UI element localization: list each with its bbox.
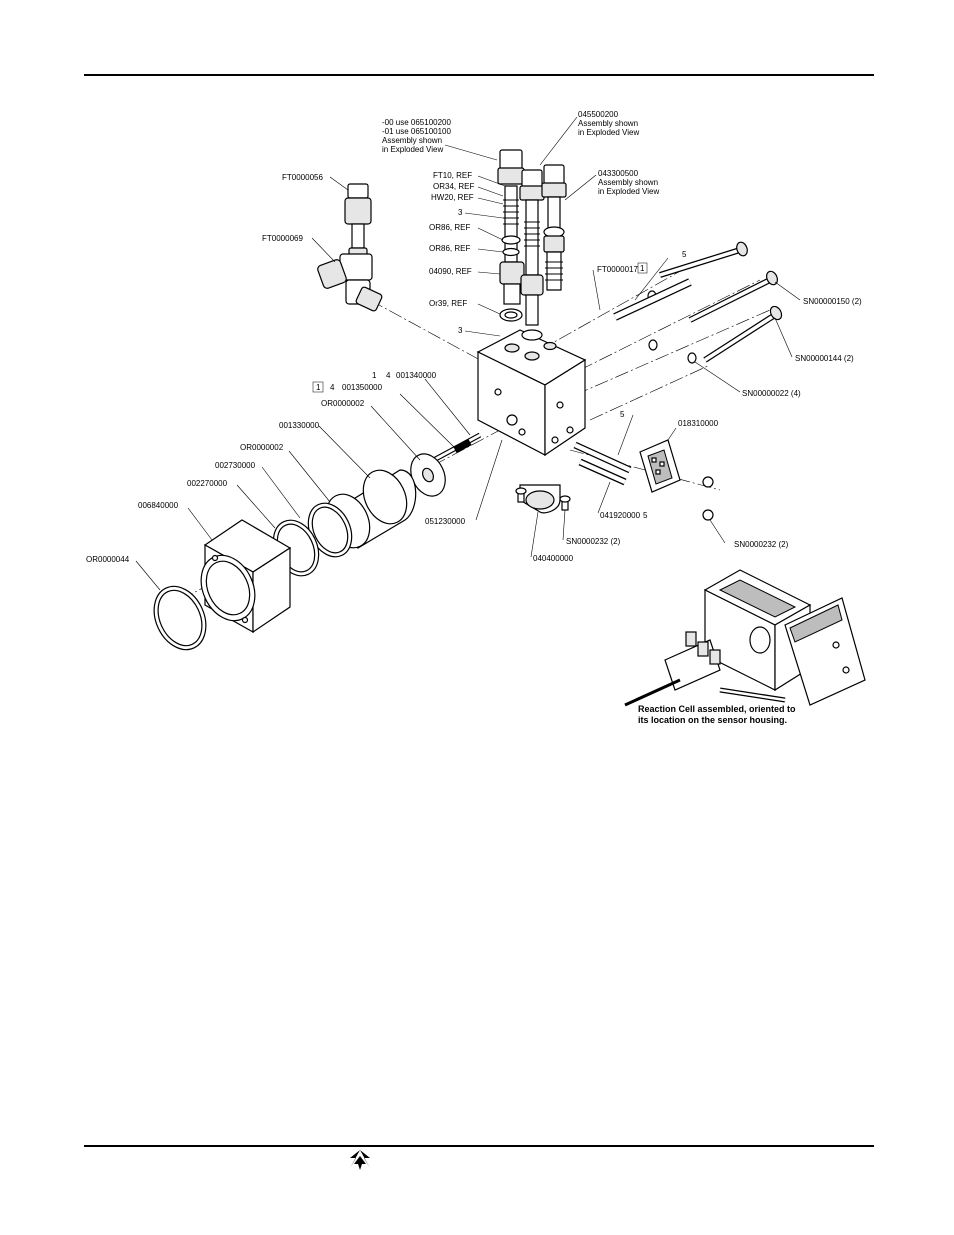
label-or39: Or39, REF xyxy=(429,299,467,308)
label-001340000-q1: 1 xyxy=(372,371,377,380)
company-logo-icon xyxy=(350,1150,370,1170)
ft0000056-fitting xyxy=(344,183,372,257)
oring-or0000044 xyxy=(153,585,207,651)
label-001330000: 001330000 xyxy=(279,421,320,430)
leader-lines xyxy=(135,116,801,591)
label-or0000002a: OR0000002 xyxy=(321,399,365,408)
label-043300500-line2: Assembly shown xyxy=(598,178,658,187)
label-sn0000232a: SN0000232 (2) xyxy=(566,537,621,546)
label-04090: 04090, REF xyxy=(429,267,472,276)
label-041920000: 041920000 xyxy=(600,511,641,520)
label-or34: OR34, REF xyxy=(433,182,474,191)
label-002270000: 002270000 xyxy=(187,479,228,488)
label-043300500-line3: in Exploded View xyxy=(598,187,659,196)
label-041920000-n: 5 xyxy=(643,511,648,520)
label-ft0000056: FT0000056 xyxy=(282,173,323,182)
heater-041920000 xyxy=(573,441,632,486)
label-001350000-q2: 4 xyxy=(330,383,335,392)
inset-caption-line1: Reaction Cell assembled, oriented to xyxy=(638,704,796,714)
right-fitting-stack xyxy=(541,164,567,291)
label-item3a: 3 xyxy=(458,208,463,217)
label-sn00000150: SN00000150 (2) xyxy=(803,297,862,306)
reaction-cell-block xyxy=(476,329,587,457)
bolt-sn00000150 xyxy=(688,270,779,323)
label-006840000: 006840000 xyxy=(138,501,179,510)
label-item3b: 3 xyxy=(458,326,463,335)
label-043300500-line1: 043300500 xyxy=(598,169,639,178)
labels: -00 use 065100200 -01 use 065100100 Asse… xyxy=(86,110,862,725)
middle-fitting-stack xyxy=(519,169,545,341)
qty-box-001350000 xyxy=(312,381,324,393)
label-or86a: OR86, REF xyxy=(429,223,470,232)
footer-rule xyxy=(84,1145,874,1147)
inset-caption-line2: its location on the sensor housing. xyxy=(638,715,787,725)
label-045500200-line2: Assembly shown xyxy=(578,119,638,128)
header-rule xyxy=(84,74,874,76)
bolt-sn00000144 xyxy=(703,305,783,363)
ft0000069-elbow xyxy=(317,253,383,312)
label-assy-065-line3: Assembly shown xyxy=(382,136,442,145)
label-ft0000017: FT0000017 xyxy=(597,265,638,274)
label-001350000: 001350000 xyxy=(342,383,383,392)
label-051230000: 051230000 xyxy=(425,517,466,526)
label-001340000: 001340000 xyxy=(396,371,437,380)
connector-018310000 xyxy=(639,439,714,521)
label-sn00000144: SN00000144 (2) xyxy=(795,354,854,363)
label-item5b: 5 xyxy=(620,410,625,419)
bottom-parts xyxy=(515,484,571,514)
label-item5a: 5 xyxy=(682,250,687,259)
flange-006840000 xyxy=(200,519,292,634)
label-ft0000069: FT0000069 xyxy=(262,234,303,243)
label-045500200-line3: in Exploded View xyxy=(578,128,639,137)
label-001340000-q2: 4 xyxy=(386,371,391,380)
washers-sn00000022 xyxy=(647,290,697,364)
label-ft0000017-n: 1 xyxy=(640,264,645,273)
top-fitting-stack xyxy=(497,149,525,322)
label-045500200-line1: 045500200 xyxy=(578,110,619,119)
ft0000017-tube xyxy=(613,278,692,321)
label-sn00000022: SN00000022 (4) xyxy=(742,389,801,398)
label-hw20: HW20, REF xyxy=(431,193,474,202)
label-assy-065-line2: -01 use 065100100 xyxy=(382,127,452,136)
label-018310000: 018310000 xyxy=(678,419,719,428)
label-ft10: FT10, REF xyxy=(433,171,472,180)
label-assy-065-line1: -00 use 065100200 xyxy=(382,118,452,127)
bolt-upper xyxy=(659,241,748,278)
label-sn0000232b: SN0000232 (2) xyxy=(734,540,789,549)
label-002730000: 002730000 xyxy=(215,461,256,470)
label-or86b: OR86, REF xyxy=(429,244,470,253)
label-assy-065-line4: in Exploded View xyxy=(382,145,443,154)
label-001350000-q1: 1 xyxy=(316,383,321,392)
label-040400000: 040400000 xyxy=(533,554,574,563)
label-or0000044: OR0000044 xyxy=(86,555,130,564)
inset-assembled-view xyxy=(624,569,866,707)
ft0000017-qty-box xyxy=(637,262,648,274)
left-cylinder-parts xyxy=(272,432,482,577)
label-or0000002b: OR0000002 xyxy=(240,443,284,452)
